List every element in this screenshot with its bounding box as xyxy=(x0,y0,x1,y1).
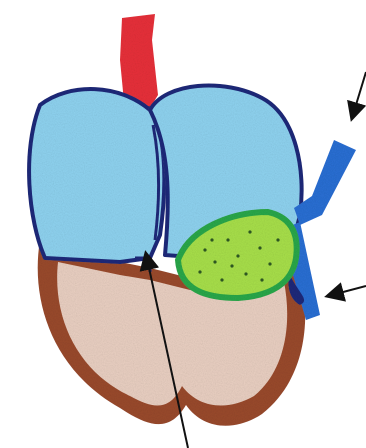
left-atrium xyxy=(29,89,164,262)
arrow-top-right xyxy=(352,72,366,118)
arrow-mid-right xyxy=(328,286,366,296)
